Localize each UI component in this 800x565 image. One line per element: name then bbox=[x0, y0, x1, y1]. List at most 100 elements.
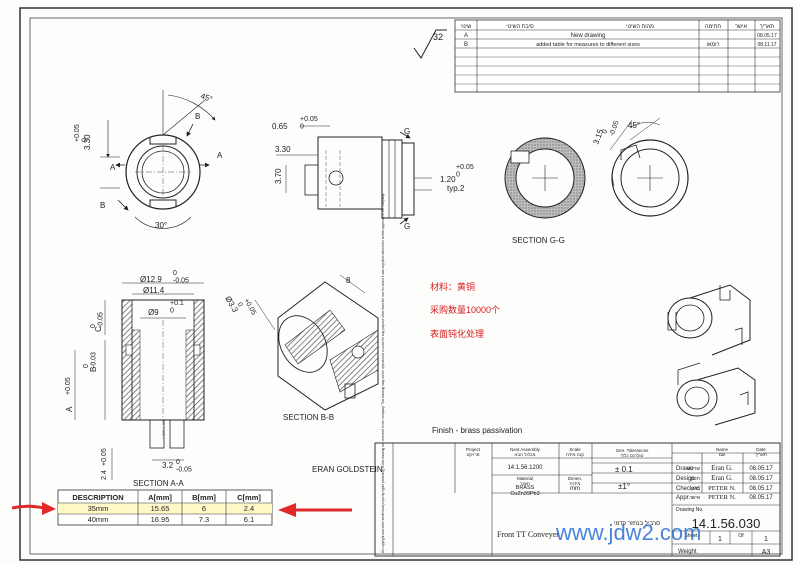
tb-name-0: Eran G. bbox=[711, 464, 733, 472]
section-aa-b-tol: 0-0.03 bbox=[83, 352, 98, 368]
dim-table-r1c1: 16.95 bbox=[151, 515, 170, 524]
rev-b-desc: added table for measures to different si… bbox=[536, 42, 640, 48]
outer-border bbox=[19, 7, 793, 561]
rev-a-letter: A bbox=[464, 33, 468, 39]
red-arrow-left bbox=[11, 502, 56, 515]
tb-date-1: 08.05.17 bbox=[749, 476, 773, 482]
dim-table-h3: C[mm] bbox=[237, 493, 261, 502]
tb-size: A3 bbox=[762, 549, 771, 556]
tb-sheet: 1 bbox=[718, 536, 722, 543]
side-dim-120: 1.20 bbox=[440, 175, 456, 184]
tb-tol1: ± 0.1 bbox=[615, 465, 633, 474]
watermark: www.jdw2.com bbox=[555, 520, 701, 545]
rev-header-2: אישר bbox=[735, 24, 747, 30]
section-aa-dim-left-tol: +0.05 bbox=[101, 448, 108, 466]
dim-table-r1c0: 40mm bbox=[88, 515, 109, 524]
surface-finish-symbol: 32 bbox=[413, 29, 447, 59]
rev-a-desc: New drawing bbox=[571, 33, 606, 39]
tb-of: 1 bbox=[764, 536, 768, 543]
tb-role-appr: Appr. bbox=[676, 495, 690, 501]
side-g-bottom: G bbox=[404, 222, 410, 231]
section-aa-dim-bottom-tol: 0-0.05 bbox=[176, 459, 192, 474]
tb-name-3: PETER N. bbox=[708, 494, 736, 501]
dim-table-r0c3: 2.4 bbox=[244, 504, 254, 513]
tb-role-he-0: שרטט bbox=[687, 466, 700, 472]
rev-b-letter: B bbox=[464, 42, 468, 48]
end-view-dim-330: 3.30 bbox=[83, 134, 92, 150]
dim-table-h0: DESCRIPTION bbox=[72, 493, 123, 502]
rev-header-5: סיבת השינוי bbox=[506, 24, 534, 30]
tb-weight-label: Weight bbox=[678, 549, 697, 555]
section-aa-c-tol: 0-0.05 bbox=[90, 312, 105, 328]
tb-drawing-no-label: Drawing No. bbox=[676, 507, 704, 513]
tb-role-he-2: בדק bbox=[691, 486, 700, 492]
side-view bbox=[276, 125, 432, 225]
tb-date-3: 08.05.17 bbox=[749, 495, 773, 501]
end-view-sec-b-left: B bbox=[100, 201, 105, 210]
material-notes: 材料：黄铜 采购数量10000个 表面钝化处理 bbox=[430, 281, 500, 339]
note-material: 材料：黄铜 bbox=[430, 281, 475, 292]
end-view-tol: +0.050 bbox=[74, 124, 89, 142]
section-aa-a-tol: +0.05 bbox=[65, 377, 72, 395]
section-aa-dim-left: 2.4 bbox=[101, 470, 108, 480]
tb-drawing-no: 14.1.56.030 bbox=[692, 516, 761, 531]
dim-table-r0c1: 15.65 bbox=[151, 504, 170, 513]
section-aa-dim-bottom: 3.2 bbox=[162, 461, 174, 470]
side-g-top: G bbox=[404, 127, 410, 136]
section-aa-od3: Ø9 bbox=[148, 308, 159, 317]
rev-b-date: 08.11.17 bbox=[757, 42, 776, 48]
tb-role-drawn: Drawn bbox=[676, 466, 693, 472]
dim-table-h2: B[mm] bbox=[192, 493, 216, 502]
tb-tol2: ±1° bbox=[618, 482, 630, 491]
revision-table: שינוי סיבת השינוי מהות השינוי חתימה אישר… bbox=[454, 19, 781, 93]
tb-role-checked: Checked bbox=[676, 486, 700, 492]
side-dim-330: 3.30 bbox=[275, 145, 291, 154]
tb-of-label: Of bbox=[738, 533, 744, 539]
inner-border bbox=[29, 17, 783, 555]
end-view-angle-45: 45° bbox=[199, 91, 213, 104]
end-view-right-tol: 0-0.05 bbox=[601, 117, 620, 137]
section-aa-b: B bbox=[89, 367, 98, 372]
tb-role-design: Design bbox=[676, 476, 695, 482]
section-aa-od2: Ø11.4 bbox=[143, 286, 165, 295]
section-aa-a: A bbox=[65, 406, 74, 412]
surface-finish-value: 32 bbox=[433, 32, 443, 42]
author-stamp: ERAN GOLDSTEIN bbox=[312, 465, 383, 474]
tb-date-0: 08.05.17 bbox=[749, 466, 773, 472]
section-aa-od1: Ø12.9 bbox=[140, 275, 162, 284]
section-gg bbox=[504, 137, 586, 219]
section-bb-title: SECTION B-B bbox=[283, 413, 334, 422]
red-arrow-right bbox=[278, 503, 352, 517]
tb-dimen: mm bbox=[570, 486, 580, 492]
rev-b-sign: רומאו bbox=[706, 42, 719, 48]
dim-table-r1c3: 6.1 bbox=[244, 515, 254, 524]
section-aa-title: SECTION A-A bbox=[133, 479, 184, 488]
end-view-right-angle: 45° bbox=[628, 121, 640, 130]
section-aa bbox=[74, 282, 205, 480]
rev-a-date: 08.05.17 bbox=[757, 33, 777, 39]
isometric-part-top bbox=[667, 284, 751, 356]
end-view-sec-b-right: B bbox=[195, 112, 200, 121]
dimension-table: DESCRIPTION A[mm] B[mm] C[mm] 35mm 15.65… bbox=[57, 489, 273, 526]
end-view-sec-a-right: A bbox=[217, 151, 223, 160]
side-dim-370: 3.70 bbox=[274, 168, 283, 184]
dim-table-r0c2: 6 bbox=[202, 504, 206, 513]
finish-note: Finish - brass passivation bbox=[432, 426, 522, 435]
end-view-angle-30: 30° bbox=[155, 221, 167, 230]
dim-table-r0c0: 35mm bbox=[88, 504, 109, 513]
rev-header-4: מהות השינוי bbox=[626, 24, 654, 30]
dim-table-r1c2: 7.3 bbox=[199, 515, 209, 524]
rev-header-6: שינוי bbox=[461, 24, 471, 30]
end-view-right bbox=[609, 117, 689, 217]
